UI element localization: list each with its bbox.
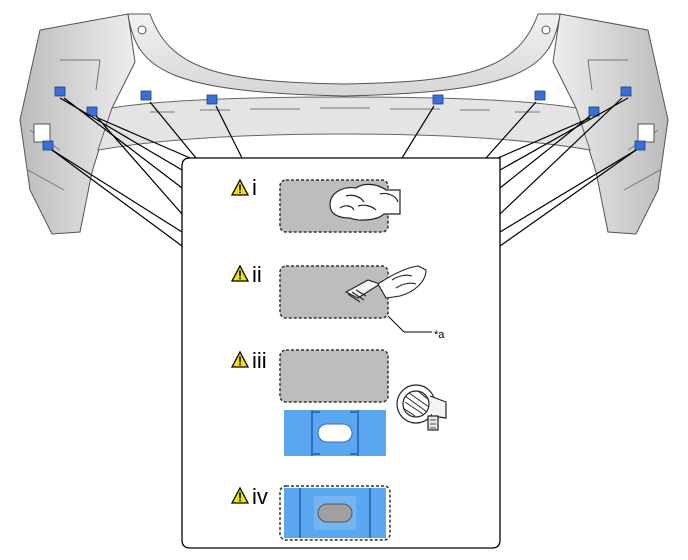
leader-line <box>499 97 623 215</box>
heat-light-icon <box>396 384 447 431</box>
tape-location-marker <box>140 90 152 101</box>
adhesion-area <box>279 265 389 319</box>
tape-location-marker <box>620 86 632 97</box>
adhesion-area-outline <box>279 485 391 541</box>
step-i: i <box>230 175 401 233</box>
tape-location-marker <box>86 106 98 117</box>
right-reflector-pad <box>637 123 655 143</box>
step-iii: iii <box>230 348 447 456</box>
caution-icon <box>230 350 250 368</box>
step-label-iv: iv <box>252 484 268 509</box>
step-label-ii: ii <box>252 262 262 287</box>
leader-line <box>97 117 191 159</box>
adhesion-area <box>279 349 389 403</box>
leader-line <box>497 117 591 159</box>
tape-location-marker <box>634 140 646 151</box>
leader-line <box>499 97 629 171</box>
step-label-iii: iii <box>252 348 267 373</box>
leader-line <box>401 105 435 159</box>
leader-line <box>51 149 183 233</box>
shop-rag-icon <box>329 183 401 221</box>
leader-line <box>499 149 637 233</box>
tape-location-marker <box>534 90 546 101</box>
adhesion-area <box>317 503 353 523</box>
leader-line <box>63 97 183 189</box>
caution-icon <box>230 264 250 282</box>
leader-lines <box>51 97 637 247</box>
tape-location-marker <box>42 140 54 151</box>
caution-icon <box>230 486 250 504</box>
tape-location-marker <box>432 94 444 105</box>
caution-icon <box>230 178 250 196</box>
tape-location-marker <box>206 94 218 105</box>
left-reflector-pad <box>33 123 51 143</box>
leader-line <box>59 97 183 171</box>
brush-icon <box>344 265 427 303</box>
step-label-i: i <box>252 175 257 200</box>
tape-locations <box>42 86 646 151</box>
tape-location-marker <box>54 86 66 97</box>
leader-line <box>51 149 183 247</box>
leader-line <box>149 101 197 159</box>
step-ii: ii *a <box>230 262 445 341</box>
leader-line <box>499 149 637 247</box>
leader-line <box>95 115 183 215</box>
step-iv: iv <box>230 484 391 541</box>
callout-a: *a <box>434 329 445 341</box>
rear-bumper-cover <box>19 13 669 235</box>
double-sided-tape <box>284 410 386 456</box>
tape-location-marker <box>588 106 600 117</box>
leader-line <box>215 105 243 159</box>
leader-line <box>485 101 537 159</box>
